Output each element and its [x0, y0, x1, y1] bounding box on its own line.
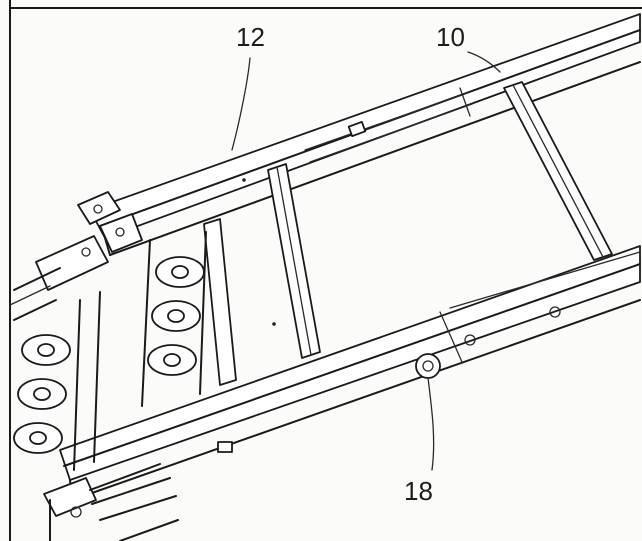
upper-side-rail	[89, 13, 641, 256]
callout-label-18: 18	[404, 476, 433, 506]
lower-side-rail	[59, 178, 641, 501]
support-legs	[43, 463, 179, 541]
cross-bars	[203, 81, 613, 386]
roller-stack-rear	[13, 291, 101, 471]
mounting-bolt	[415, 353, 441, 379]
roller-stacks	[13, 231, 207, 471]
left-end-brackets	[9, 191, 143, 321]
frame-border	[9, 0, 642, 541]
callout-label-12: 12	[236, 22, 265, 52]
leader-lines	[231, 51, 501, 471]
leader-line-10	[467, 51, 501, 73]
leader-line-12	[231, 57, 251, 151]
callout-label-10: 10	[436, 22, 465, 52]
leader-line-18	[427, 377, 435, 471]
roller-stack-front	[141, 231, 207, 407]
